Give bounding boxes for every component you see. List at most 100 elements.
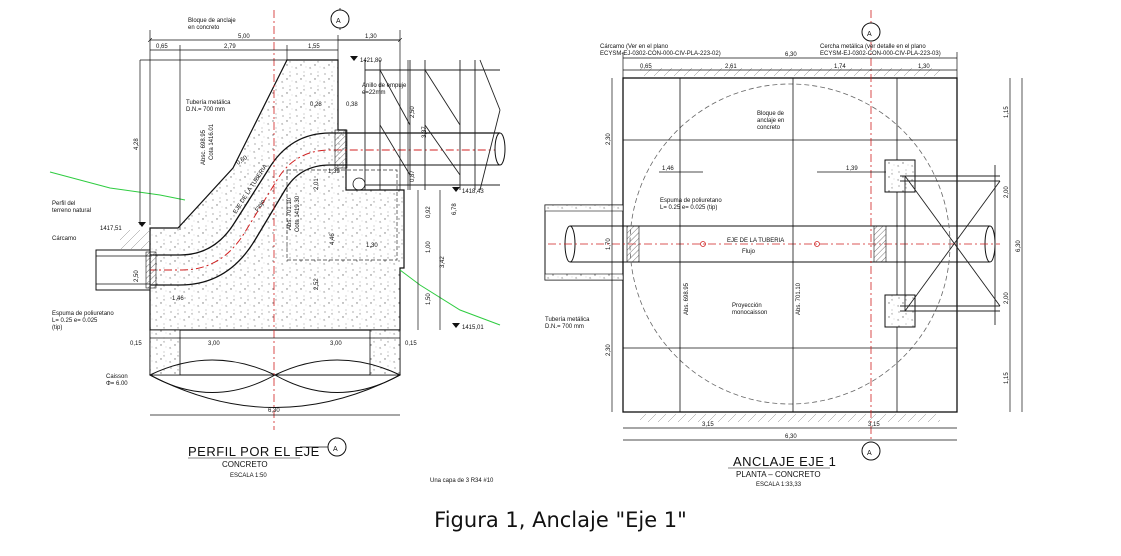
label-anillo: Anillo de empuje	[362, 83, 407, 89]
pipe-axis	[100, 149, 500, 271]
label-espuma3: (tip)	[52, 325, 62, 331]
label-caisson: Caisson	[106, 374, 128, 380]
caisson-wall-right	[369, 329, 401, 376]
label-cota1: Cota 1416.01	[209, 123, 215, 160]
rdim-174: 1,74	[834, 64, 846, 70]
elev-142180: 1421,80	[360, 58, 382, 64]
dim-342: 3,42	[440, 256, 446, 268]
rdim-170: 1,70	[606, 238, 612, 250]
dim-060: 0,60	[236, 155, 250, 167]
rdim-200a: 2,00	[1004, 186, 1010, 198]
section-marker-top-left	[330, 8, 350, 30]
truss-left-view	[364, 59, 501, 191]
plan-foam-left	[626, 225, 640, 263]
label-cota2: Cota 1419.30	[295, 195, 301, 232]
dim-092: 0,92	[426, 206, 432, 218]
dim-500: 5,00	[238, 34, 250, 40]
right-title: ANCLAJE EJE 1	[733, 454, 836, 469]
dim-446: 4,46	[330, 233, 336, 245]
pipe-profile	[150, 132, 500, 286]
plan-pipe	[570, 225, 990, 263]
rdim-261: 2,61	[725, 64, 737, 70]
label-absc: Absc. 698.95	[201, 129, 207, 165]
label-bloque3-r: concreto	[757, 125, 781, 131]
support-plate	[352, 177, 366, 191]
label-flujo-r: Flujo	[742, 249, 756, 255]
right-scale: ESCALA 1:33,33	[756, 482, 802, 488]
natural-terrain-line	[49, 171, 186, 201]
dim-300b: 3,00	[330, 341, 342, 347]
label-espuma: Espuma de poliuretano	[52, 311, 114, 317]
label-bloque2: en concreto	[188, 25, 220, 31]
left-title: PERFIL POR EL EJE	[188, 444, 320, 459]
label-abs1-r: Abs. 698.95	[684, 282, 690, 315]
right-section-letter-bottom: A	[867, 450, 872, 457]
label-tuberia-r: Tubería metálica	[545, 317, 590, 323]
plan-view	[544, 10, 1023, 469]
elev-141843: 1418,43	[462, 189, 484, 195]
dim-139: 1,39	[328, 169, 340, 175]
label-cercha: Cercha metálica (ver detalle en el plano	[820, 44, 926, 50]
left-section-letter: A	[336, 18, 341, 25]
foam-joint-right	[334, 129, 348, 169]
caisson-projection	[629, 83, 951, 405]
dim-630: 6,30	[268, 408, 280, 414]
rdim-315b: 3,15	[868, 422, 880, 428]
caisson-bottom	[148, 359, 402, 393]
rdim-230b: 2,30	[606, 344, 612, 356]
carcamo-channel	[95, 249, 151, 291]
label-bloque-r: Bloque de	[757, 111, 785, 117]
dim-100: 1,00	[426, 241, 432, 253]
label-eje-tuberia-r: EJE DE LA TUBERIA	[727, 238, 784, 244]
natural-terrain-line-right	[399, 269, 501, 326]
left-section-letter-bottom: A	[333, 446, 338, 453]
dim-155: 1,55	[308, 44, 320, 50]
label-perfil2: terreno natural	[52, 208, 91, 214]
label-perfil: Perfil del	[52, 201, 75, 207]
label-espuma2-r: L= 0.25 e= 0.025 (tip)	[660, 205, 717, 211]
rdim-200b: 2,00	[1004, 292, 1010, 304]
section-marker-bottom-right	[861, 441, 881, 461]
label-tuberia: Tubería metálica	[186, 100, 231, 106]
label-carcamo-ref: ECYSM-EJ-0302-CON-000-CIV-PLA-223-02)	[600, 51, 721, 57]
label-cercha-ref: ECYSM-EJ-0302-CON-000-CIV-PLA-223-03)	[820, 51, 941, 57]
dim-065: 0,65	[156, 44, 168, 50]
label-tuberia-dn-r: D.N.= 700 mm	[545, 324, 584, 330]
label-anillo-e: e=22mm	[362, 90, 386, 96]
plan-outline	[622, 77, 958, 413]
dim-150: 1,50	[426, 293, 432, 305]
truss-plan	[900, 165, 1001, 325]
label-bloque2-r: anclaje en	[757, 118, 784, 124]
dim-250b: 2,50	[134, 270, 140, 282]
dim-337: 3,37	[422, 126, 428, 138]
dim-015b: 0,15	[405, 341, 417, 347]
figure-caption: Figura 1, Anclaje "Eje 1"	[434, 508, 687, 532]
plan-view-labels: A A Cárcamo (Ver en el plano ECYSM-EJ-03…	[545, 31, 1022, 488]
label-espuma2: L= 0.25 e= 0.025	[52, 318, 98, 324]
dim-428: 4,28	[134, 138, 140, 150]
rdim-065: 0,65	[640, 64, 652, 70]
dim-087: 0,87	[410, 170, 416, 182]
dim-201: 2,01	[314, 178, 320, 190]
dim-678: 6,78	[452, 203, 458, 215]
foam-joint-left	[145, 251, 157, 289]
elev-141501: 1415,01	[462, 325, 484, 331]
dim-252: 2,52	[314, 278, 320, 290]
elev-141751: 1417,51	[100, 226, 122, 232]
dim-300a: 3,00	[208, 341, 220, 347]
rdim-630-top: 6,30	[785, 52, 797, 58]
right-section-letter: A	[867, 31, 872, 38]
section-marker-bottom-left	[300, 437, 347, 457]
label-carcamo-r: Cárcamo (Ver en el plano	[600, 44, 669, 50]
label-abs2-r: Abs. 701.10	[796, 282, 802, 315]
dim-015a: 0,15	[130, 341, 142, 347]
left-scale: ESCALA 1:50	[230, 473, 267, 479]
left-note-bottom: Una capa de 3 R34 #10	[430, 478, 494, 484]
rdim-130: 1,30	[918, 64, 930, 70]
label-espuma-r: Espuma de poliuretano	[660, 198, 722, 204]
dim-146: 1,46	[172, 296, 184, 302]
label-proyeccion2: monocaisson	[732, 310, 767, 316]
label-tuberia-dn: D.N.= 700 mm	[186, 107, 225, 113]
right-subtitle: PLANTA – CONCRETO	[736, 470, 821, 479]
